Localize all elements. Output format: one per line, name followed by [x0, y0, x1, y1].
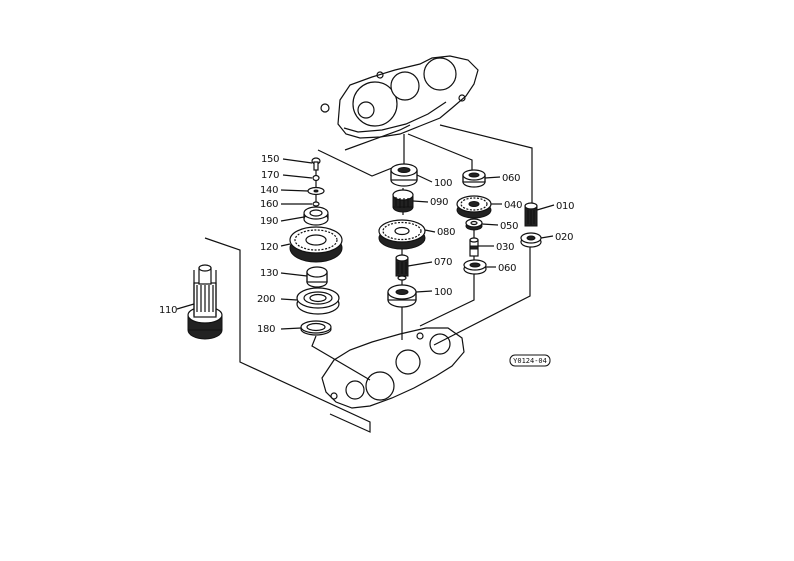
- label-160: 160: [260, 199, 278, 210]
- pinion-part-010: [524, 202, 538, 227]
- label-030: 030: [496, 242, 514, 253]
- reference-code: Y0124-04: [513, 357, 547, 365]
- label-080: 080: [437, 227, 455, 238]
- label-120: 120: [260, 242, 278, 253]
- reference-code-box: Y0124-04: [509, 354, 551, 367]
- collar-part-130: [306, 266, 328, 288]
- label-190: 190: [260, 216, 278, 227]
- splined-shaft-part-110: [187, 264, 223, 340]
- bearing-part-200: [296, 287, 340, 315]
- bearing-part-020: [520, 232, 542, 248]
- label-150: 150: [261, 154, 279, 165]
- washer-part-170: [312, 174, 320, 182]
- label-060-upper: 060: [502, 173, 520, 184]
- gear-part-090: [392, 189, 414, 213]
- label-040: 040: [504, 200, 522, 211]
- right-stack-parts: [456, 169, 542, 275]
- label-170: 170: [261, 170, 279, 181]
- shaft-part-030: [469, 237, 479, 257]
- ring-part-160: [312, 201, 320, 207]
- part-number-labels: 150 170 140 160 190 120 130 200 180 110 …: [159, 154, 574, 335]
- label-110: 110: [159, 305, 177, 316]
- gear-part-120: [289, 226, 343, 263]
- disc-part-140: [307, 186, 325, 196]
- label-140: 140: [260, 185, 278, 196]
- label-200: 200: [257, 294, 275, 305]
- middle-stack-parts: [378, 163, 426, 308]
- left-stack-parts: [289, 157, 343, 336]
- label-100-lower: 100: [434, 287, 452, 298]
- gear-part-050: [465, 218, 483, 231]
- label-070: 070: [434, 257, 452, 268]
- label-060-lower: 060: [498, 263, 516, 274]
- assembly-lines: [204, 124, 533, 433]
- label-090: 090: [430, 197, 448, 208]
- bolt-part-150: [311, 157, 321, 171]
- label-010: 010: [556, 201, 574, 212]
- label-100-upper: 100: [434, 178, 452, 189]
- lower-gear-case: [321, 327, 465, 409]
- label-020: 020: [555, 232, 573, 243]
- gear-part-080: [378, 219, 426, 250]
- bearing-part-060-upper: [462, 169, 486, 188]
- bearing-part-100-upper: [390, 163, 418, 187]
- seal-part-180: [300, 320, 332, 336]
- label-050: 050: [500, 221, 518, 232]
- gear-part-040: [456, 195, 492, 219]
- leader-lines: [176, 158, 555, 330]
- label-130: 130: [260, 268, 278, 279]
- bearing-part-190: [303, 206, 329, 226]
- upper-gear-case: [320, 55, 479, 139]
- bearing-part-100-lower: [387, 284, 417, 308]
- bearing-part-060-lower: [463, 259, 487, 275]
- label-180: 180: [257, 324, 275, 335]
- pinion-shaft-part-070: [395, 254, 409, 281]
